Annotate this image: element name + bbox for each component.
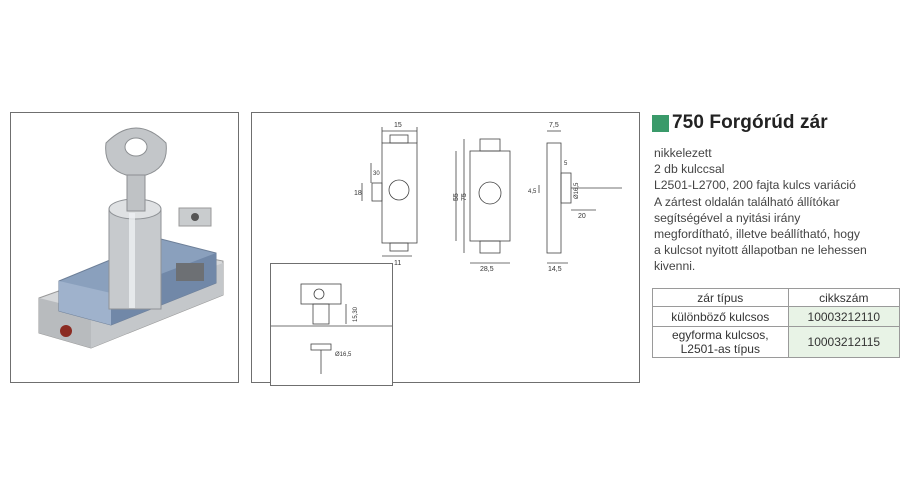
dim-7-5: 7,5 [549, 122, 559, 129]
cell-code: 10003212115 [787, 326, 900, 358]
desc-line: A zártest oldalán található állítókar [654, 194, 840, 209]
dim-18: 18 [354, 190, 362, 197]
product-photo-panel [10, 112, 239, 383]
desc-line: kivenni. [654, 259, 696, 274]
dim-30: 30 [373, 171, 380, 177]
dim-75: 75 [461, 193, 468, 201]
dim-11: 11 [394, 260, 401, 267]
product-title-row: 750 Forgórúd zár [652, 112, 828, 134]
cell-type-line: L2501-as típus [680, 342, 760, 356]
dim-5: 5 [564, 161, 568, 167]
dimension-drawing: 15 30 18 11 75 55 28,5 7,5 5 4,5 [354, 122, 622, 273]
product-description: nikkelezett 2 db kulccsal L2501-L2700, 2… [654, 145, 894, 275]
table-header-code: cikkszám [787, 288, 900, 307]
table-row: egyforma kulcsos, L2501-as típus 1000321… [652, 326, 900, 358]
table-header-type: zár típus [652, 288, 789, 307]
cell-type-line: egyforma kulcsos, [671, 328, 769, 342]
inset-detail-drawing: 15,30 Ø16,5 [271, 283, 392, 374]
side-view [538, 130, 622, 264]
cell-type: egyforma kulcsos, L2501-as típus [652, 326, 789, 358]
dim-28-5: 28,5 [480, 266, 494, 273]
cell-type: különböző kulcsos [652, 306, 789, 327]
desc-line: megfordítható, illetve beállítható, hogy [654, 227, 860, 242]
dim-14-5: 14,5 [548, 266, 562, 273]
desc-line: segítségével a nyitási irány [654, 210, 801, 225]
dim-diameter-16-5: Ø16,5 [574, 182, 580, 199]
desc-line: 2 db kulccsal [654, 162, 725, 177]
dim-55: 55 [453, 193, 460, 201]
lock-photo-illustration [38, 127, 224, 349]
table-header-row: zár típus cikkszám [652, 288, 900, 307]
product-variant-table: zár típus cikkszám különböző kulcsos 100… [652, 288, 900, 358]
cell-type-line: különböző kulcsos [671, 309, 770, 324]
desc-line: nikkelezett [654, 146, 712, 160]
inset-detail-panel: 15,30 Ø16,5 [270, 263, 393, 386]
dim-20: 20 [578, 213, 586, 220]
title-accent-square [652, 114, 669, 132]
desc-line: L2501-L2700, 200 fajta kulcs variáció [654, 178, 856, 193]
front-view [361, 127, 418, 257]
technical-drawing-panel: 15 30 18 11 75 55 28,5 7,5 5 4,5 [251, 112, 640, 386]
dim-4-5: 4,5 [528, 189, 537, 195]
inset-dim-15-30: 15,30 [353, 306, 359, 322]
cell-code: 10003212110 [787, 306, 900, 327]
desc-line: a kulcsot nyitott állapotban ne lehessen [654, 243, 867, 258]
product-title: 750 Forgórúd zár [672, 112, 828, 133]
rear-view [455, 138, 511, 264]
inset-dim-diameter-16-5: Ø16,5 [335, 352, 352, 358]
table-row: különböző kulcsos 10003212110 [652, 306, 900, 327]
dim-15: 15 [394, 122, 402, 129]
